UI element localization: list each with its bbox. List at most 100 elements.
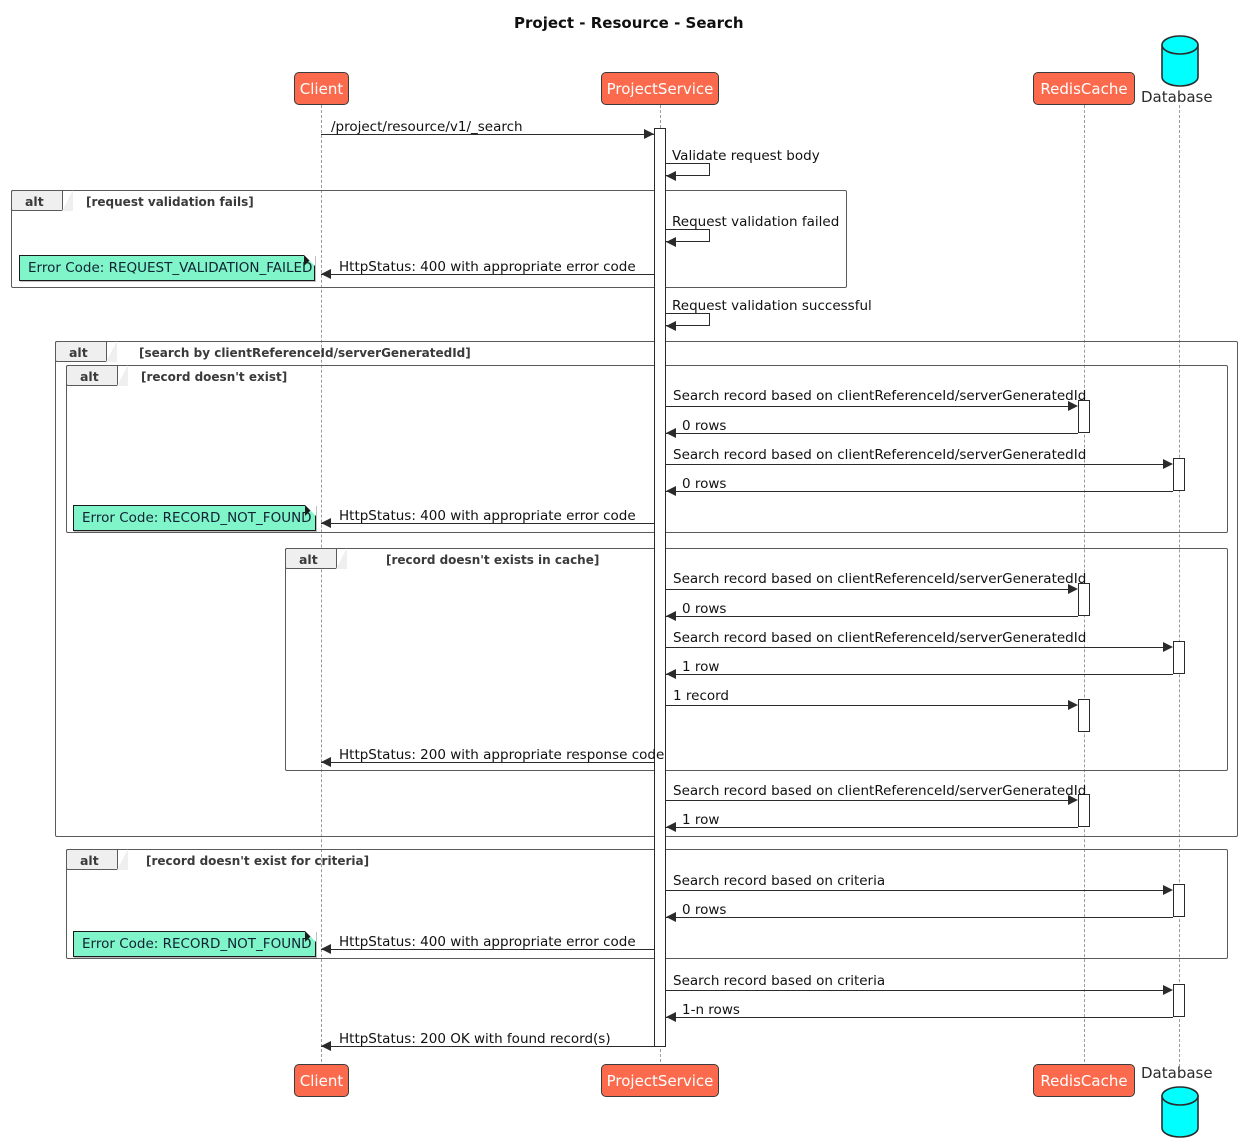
frame-tab-alt3 (66, 364, 128, 386)
message-arrowhead-m22 (1163, 985, 1173, 995)
frame-tab-alt4 (285, 547, 347, 569)
activation-db-1 (1173, 458, 1185, 491)
message-label-m12: 0 rows (682, 601, 727, 617)
frame-alt-record-not-in-cache (285, 548, 1228, 771)
note-record-not-found-ids: Error Code: RECORD_NOT_FOUND (73, 505, 316, 531)
message-arrowhead-m3 (666, 237, 676, 247)
message-arrowhead-m2 (666, 171, 676, 181)
message-line-m1 (321, 134, 654, 135)
frame-tab-alt1 (11, 189, 73, 211)
message-line-m22 (666, 990, 1163, 991)
frame-cond-alt5: [record doesn't exist for criteria] (146, 854, 370, 868)
participant-db-top-label[interactable]: Database (1141, 88, 1213, 106)
frame-alt-record-not-for-criteria (66, 849, 1228, 959)
message-self-m2 (666, 163, 710, 176)
activation-redis-3 (1078, 699, 1090, 732)
frame-tab-alt5 (66, 848, 128, 870)
message-label-m10: HttpStatus: 400 with appropriate error c… (339, 508, 636, 524)
message-label-m22: Search record based on criteria (673, 973, 886, 989)
message-arrowhead-m23 (666, 1012, 676, 1022)
note-fold-3-white-icon (305, 931, 316, 942)
message-arrowhead-m8 (1163, 459, 1173, 469)
message-line-m14 (666, 674, 1173, 675)
frame-cond-alt3: [record doesn't exist] (141, 370, 288, 384)
message-line-m18 (666, 827, 1078, 828)
message-label-m24: HttpStatus: 200 OK with found record(s) (339, 1031, 611, 1047)
message-label-m21: HttpStatus: 400 with appropriate error c… (339, 934, 636, 950)
message-label-m1: /project/resource/v1/_search (331, 119, 523, 135)
message-line-m11 (666, 589, 1068, 590)
note-request-validation-failed: Error Code: REQUEST_VALIDATION_FAILED (19, 255, 315, 281)
message-arrowhead-m1 (644, 129, 654, 139)
message-label-m2: Validate request body (672, 148, 820, 164)
message-line-m15 (666, 705, 1068, 706)
message-arrowhead-m9 (666, 486, 676, 496)
message-arrowhead-m24 (321, 1041, 331, 1051)
message-label-m9: 0 rows (682, 476, 727, 492)
participant-service-bottom[interactable]: ProjectService (601, 1064, 719, 1097)
message-line-m9 (666, 491, 1173, 492)
frame-tab-alt1-label: alt (25, 194, 44, 209)
activation-redis-2 (1078, 583, 1090, 616)
message-arrowhead-m18 (666, 822, 676, 832)
message-label-m17: Search record based on clientReferenceId… (673, 783, 1087, 799)
message-line-m24 (321, 1046, 654, 1047)
message-arrowhead-m13 (1163, 642, 1173, 652)
participant-redis-top[interactable]: RedisCache (1033, 72, 1135, 105)
message-self-m5 (666, 313, 710, 326)
message-self-m3 (666, 229, 710, 242)
message-arrowhead-m10 (321, 518, 331, 528)
message-arrowhead-m19 (1163, 885, 1173, 895)
message-line-m17 (666, 800, 1068, 801)
frame-cond-alt4: [record doesn't exists in cache] (386, 553, 600, 567)
frame-tab-alt3-label: alt (80, 369, 99, 384)
message-label-m7: 0 rows (682, 418, 727, 434)
participant-redis-bottom[interactable]: RedisCache (1033, 1064, 1135, 1097)
activation-db-2 (1173, 641, 1185, 674)
message-arrowhead-m12 (666, 611, 676, 621)
participant-client-bottom[interactable]: Client (294, 1064, 349, 1097)
message-line-m6 (666, 406, 1068, 407)
participant-client-top[interactable]: Client (294, 72, 349, 105)
message-line-m20 (666, 917, 1173, 918)
message-label-m20: 0 rows (682, 902, 727, 918)
message-line-m12 (666, 616, 1078, 617)
message-label-m5: Request validation successful (672, 298, 872, 314)
frame-alt-search-by-ids (55, 341, 1238, 837)
activation-redis-1 (1078, 400, 1090, 433)
frame-tab-alt2-label: alt (69, 345, 88, 360)
message-label-m18: 1 row (682, 812, 720, 828)
message-arrowhead-m21 (321, 944, 331, 954)
message-arrowhead-m7 (666, 428, 676, 438)
message-line-m4 (321, 274, 654, 275)
message-label-m23: 1-n rows (682, 1002, 740, 1018)
message-arrowhead-m20 (666, 912, 676, 922)
message-arrowhead-m5 (666, 321, 676, 331)
frame-alt-request-validation-fails (11, 190, 847, 288)
message-line-m8 (666, 464, 1163, 465)
message-label-m11: Search record based on clientReferenceId… (673, 571, 1087, 587)
message-line-m7 (666, 433, 1078, 434)
message-label-m6: Search record based on clientReferenceId… (673, 388, 1087, 404)
message-line-m21 (321, 949, 654, 950)
note-record-not-found-criteria: Error Code: RECORD_NOT_FOUND (73, 931, 316, 957)
participant-service-top[interactable]: ProjectService (601, 72, 719, 105)
message-label-m4: HttpStatus: 400 with appropriate error c… (339, 259, 636, 275)
message-label-m15: 1 record (673, 688, 730, 704)
message-arrowhead-m6 (1068, 401, 1078, 411)
lifeline-client (321, 105, 322, 1067)
participant-db-bottom-label[interactable]: Database (1141, 1064, 1213, 1082)
frame-cond-alt2: [search by clientReferenceId/serverGener… (139, 346, 471, 360)
activation-db-3 (1173, 884, 1185, 917)
note-fold-2-white-icon (305, 505, 316, 516)
frame-tab-alt4-label: alt (299, 552, 318, 567)
message-label-m8: Search record based on clientReferenceId… (673, 447, 1087, 463)
activation-redis-4 (1078, 794, 1090, 827)
frame-tab-alt5-label: alt (80, 853, 99, 868)
message-arrowhead-m14 (666, 669, 676, 679)
activation-db-4 (1173, 984, 1185, 1017)
lifeline-db (1179, 105, 1180, 1067)
frame-cond-alt1: [request validation fails] (86, 195, 254, 209)
frame-tab-alt2 (55, 340, 117, 362)
